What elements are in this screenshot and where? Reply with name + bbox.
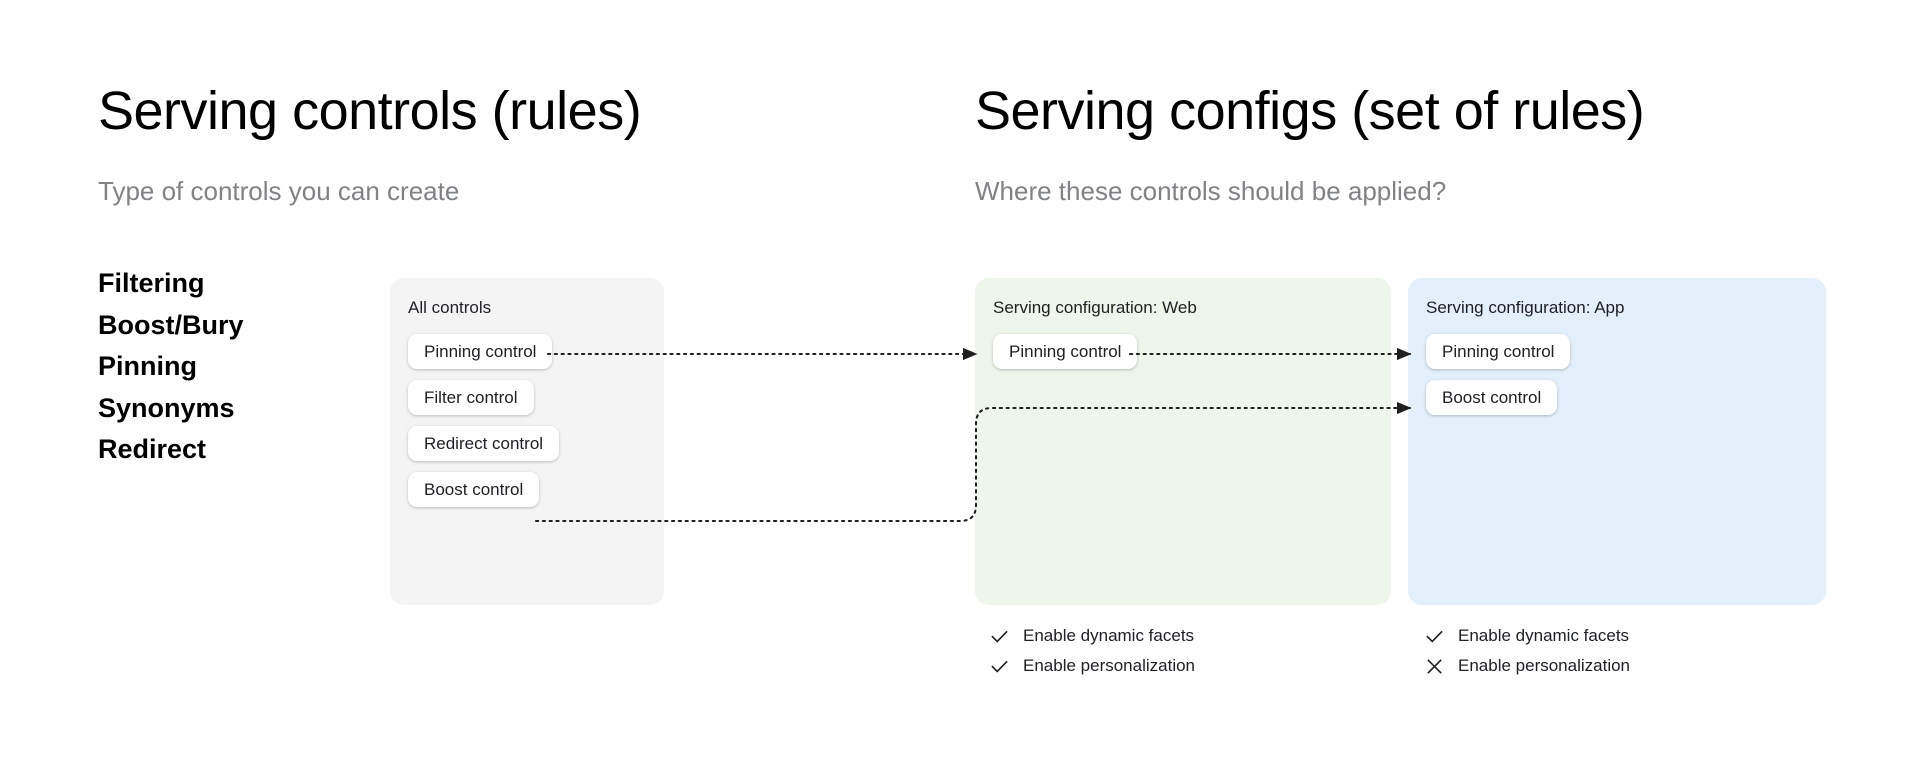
control-type-boost-bury: Boost/Bury xyxy=(98,309,244,340)
all-controls-chip-list: Pinning control Filter control Redirect … xyxy=(408,334,560,507)
web-config-chip-list: Pinning control xyxy=(993,334,1138,369)
app-config-chip-list: Pinning control Boost control xyxy=(1426,334,1571,415)
web-status-dynamic-facets-label: Enable dynamic facets xyxy=(1023,626,1195,645)
chip-all-pinning-control[interactable]: Pinning control xyxy=(408,334,553,369)
panel-serving-config-app: Serving configuration: App Pinning contr… xyxy=(1408,278,1826,605)
web-status-dynamic-facets: Enable dynamic facets xyxy=(990,626,1195,646)
cross-icon xyxy=(1427,658,1442,674)
control-type-synonyms: Synonyms xyxy=(98,392,235,423)
app-config-status-list: Enable dynamic facets Enable personaliza… xyxy=(1425,626,1630,676)
panel-serving-config-web: Serving configuration: Web Pinning contr… xyxy=(975,278,1391,605)
panel-serving-config-web-title: Serving configuration: Web xyxy=(993,298,1197,317)
chip-web-pinning-control[interactable]: Pinning control xyxy=(993,334,1138,369)
chip-all-redirect-control[interactable]: Redirect control xyxy=(408,426,560,461)
chip-all-filter-control[interactable]: Filter control xyxy=(408,380,534,415)
control-type-pinning: Pinning xyxy=(98,351,197,382)
control-type-list: Filtering Boost/Bury Pinning Synonyms Re… xyxy=(98,266,244,467)
app-status-dynamic-facets-label: Enable dynamic facets xyxy=(1458,626,1630,645)
web-status-personalization-label: Enable personalization xyxy=(1023,656,1196,675)
chip-app-pinning-control[interactable]: Pinning control xyxy=(1426,334,1571,369)
check-icon xyxy=(991,630,1008,643)
page-subtitle-serving-controls: Type of controls you can create xyxy=(98,176,460,206)
panel-serving-config-app-title: Serving configuration: App xyxy=(1426,298,1625,317)
page-title-serving-controls: Serving controls (rules) xyxy=(98,81,642,141)
panel-all-controls-title: All controls xyxy=(408,298,492,317)
panel-all-controls: All controls Pinning control Filter cont… xyxy=(390,278,664,605)
chip-all-boost-control[interactable]: Boost control xyxy=(408,472,540,507)
app-status-personalization-label: Enable personalization xyxy=(1458,656,1631,675)
control-type-filtering: Filtering xyxy=(98,268,205,298)
app-status-personalization: Enable personalization xyxy=(1425,656,1630,676)
control-type-redirect: Redirect xyxy=(98,434,207,465)
check-icon xyxy=(1426,630,1443,643)
check-icon xyxy=(991,660,1008,673)
web-status-personalization: Enable personalization xyxy=(990,656,1195,676)
page-title-serving-configs: Serving configs (set of rules) xyxy=(975,81,1645,141)
page-subtitle-serving-configs: Where these controls should be applied? xyxy=(975,176,1447,206)
web-config-status-list: Enable dynamic facets Enable personaliza… xyxy=(990,626,1195,676)
chip-app-boost-control[interactable]: Boost control xyxy=(1426,380,1558,415)
app-status-dynamic-facets: Enable dynamic facets xyxy=(1425,626,1630,646)
